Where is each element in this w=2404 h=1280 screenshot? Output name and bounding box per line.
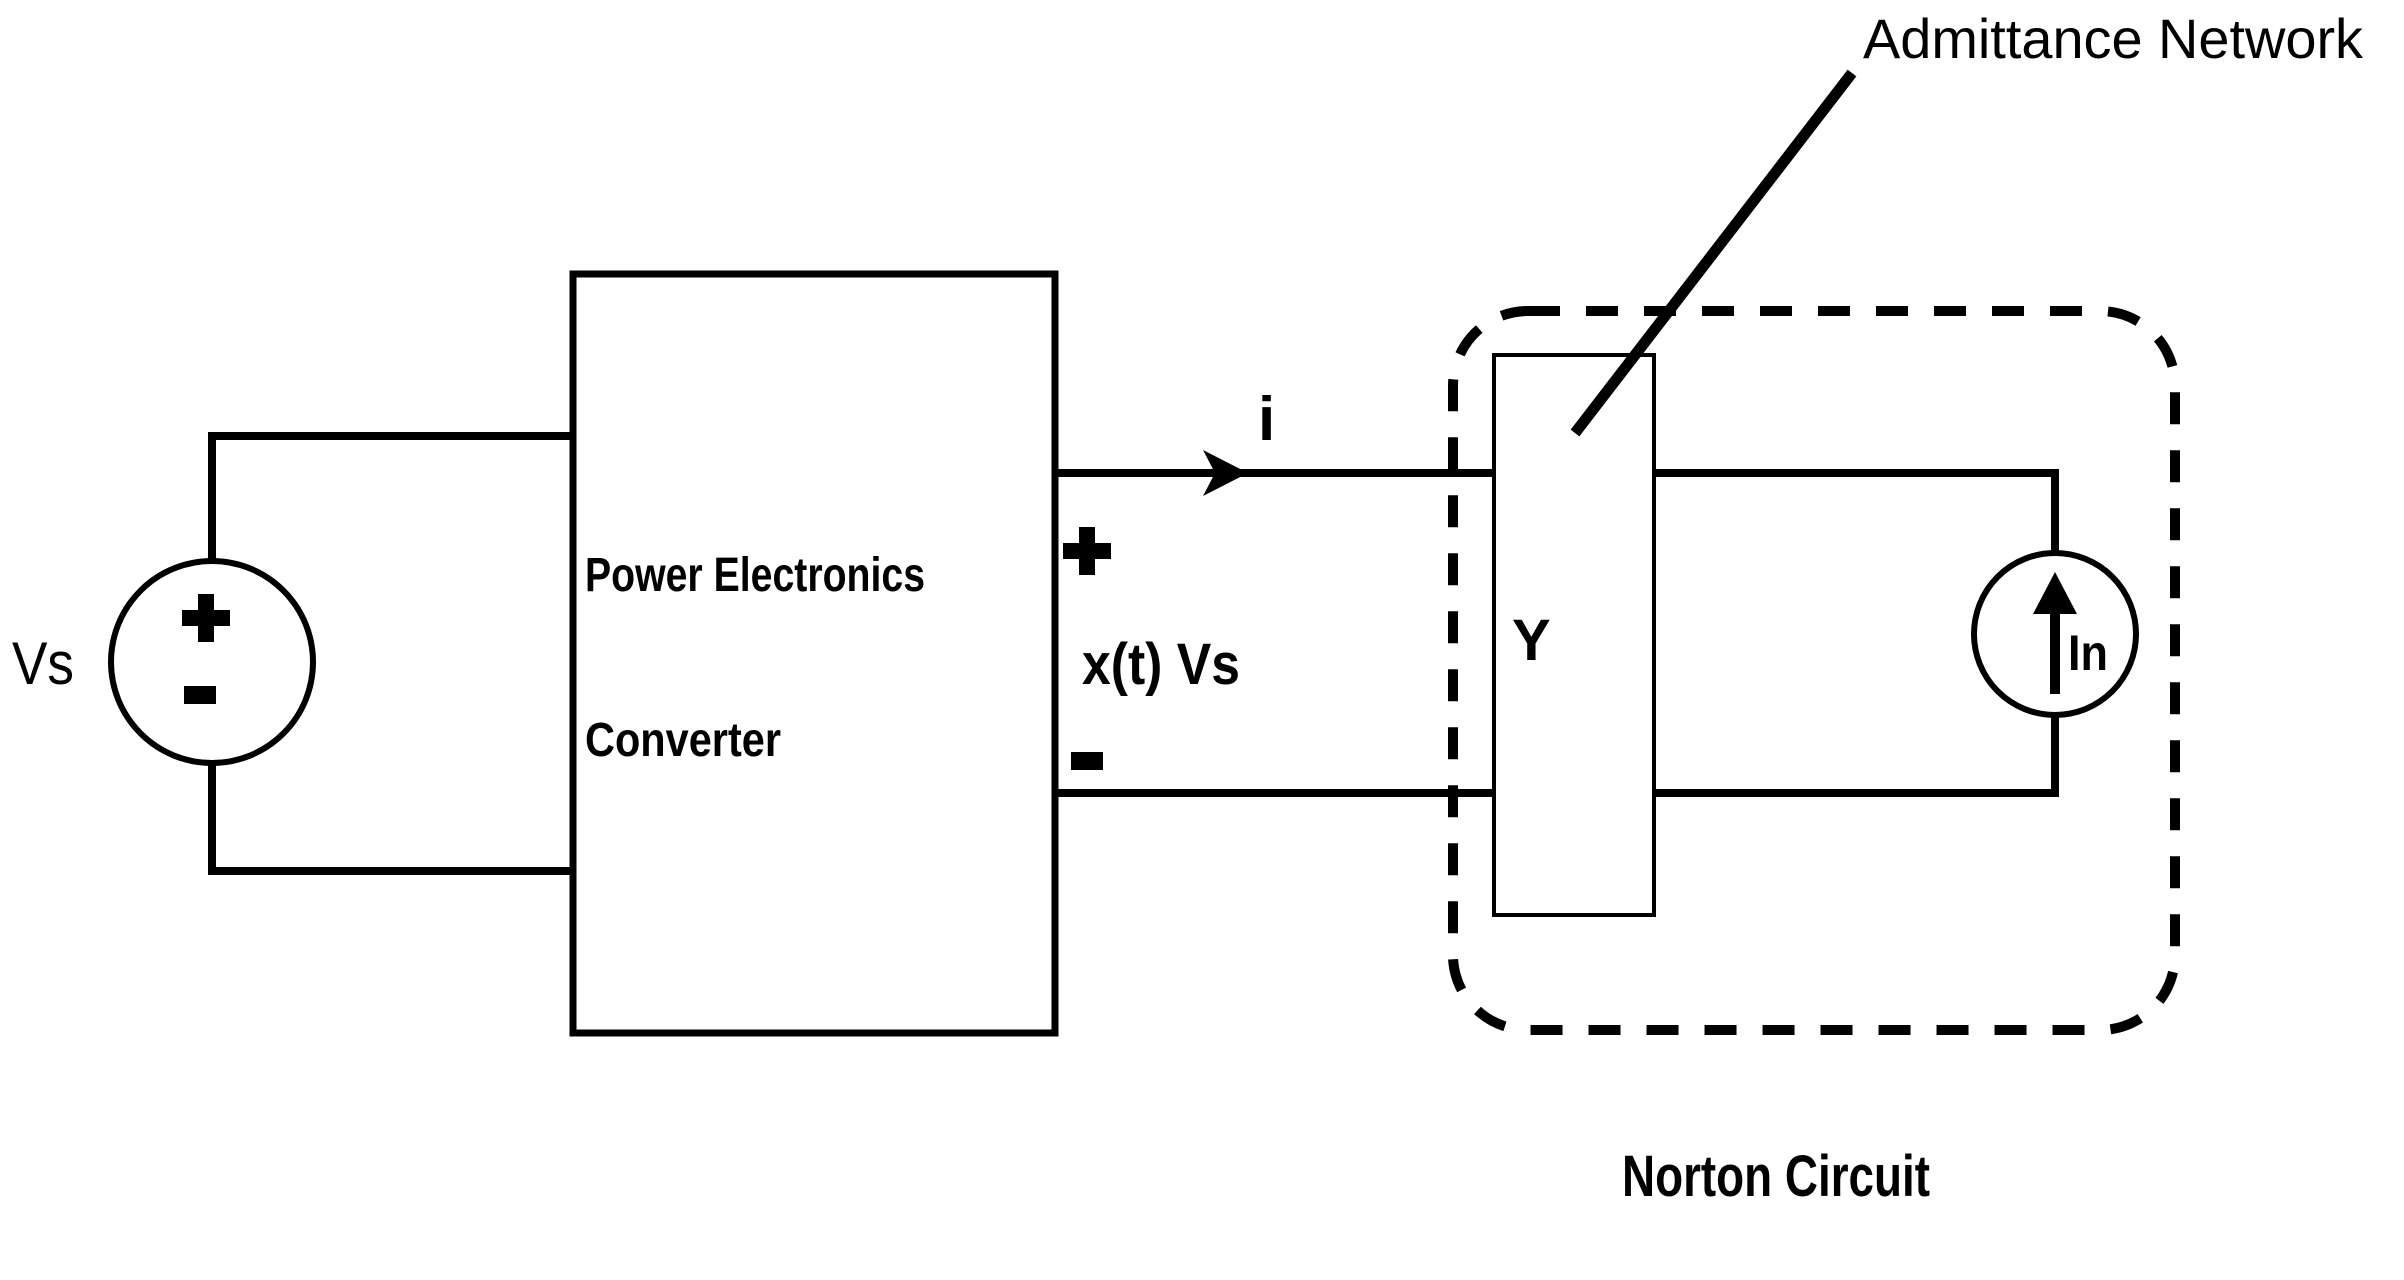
norton-boundary-dashed-box: [1448, 306, 2180, 1035]
converter-label-line1: Power Electronics: [585, 549, 925, 602]
output-port-voltage-label: x(t) Vs: [1082, 632, 1240, 697]
wire-norton-bottom: [1654, 705, 2059, 797]
norton-caption: Norton Circuit: [1622, 1144, 1930, 1209]
current-arrow-right-icon: [1203, 450, 1248, 496]
admittance-label: Y: [1512, 608, 1551, 673]
admittance-box: [1492, 353, 1656, 917]
current-source-arrow-up-icon: [2033, 572, 2077, 694]
annotation-callout-line: [1570, 69, 1857, 437]
voltage-source-icon: [108, 558, 316, 766]
output-port-minus-icon: [1071, 752, 1103, 770]
current-source-label: In: [2068, 625, 2108, 681]
voltage-source-minus-icon: [184, 686, 216, 704]
output-port-plus-icon: [1063, 527, 1111, 575]
wire-norton-top: [1654, 469, 2059, 565]
wire-source-bottom: [208, 760, 573, 875]
converter-box: [569, 270, 1059, 1037]
current-label: i: [1258, 385, 1275, 454]
voltage-source-label: Vs: [12, 630, 74, 697]
annotation-label: Admittance Network: [1863, 7, 2364, 70]
converter-label-line2: Converter: [585, 714, 781, 767]
wire-source-top: [208, 432, 573, 565]
voltage-source-plus-icon: [182, 594, 230, 642]
